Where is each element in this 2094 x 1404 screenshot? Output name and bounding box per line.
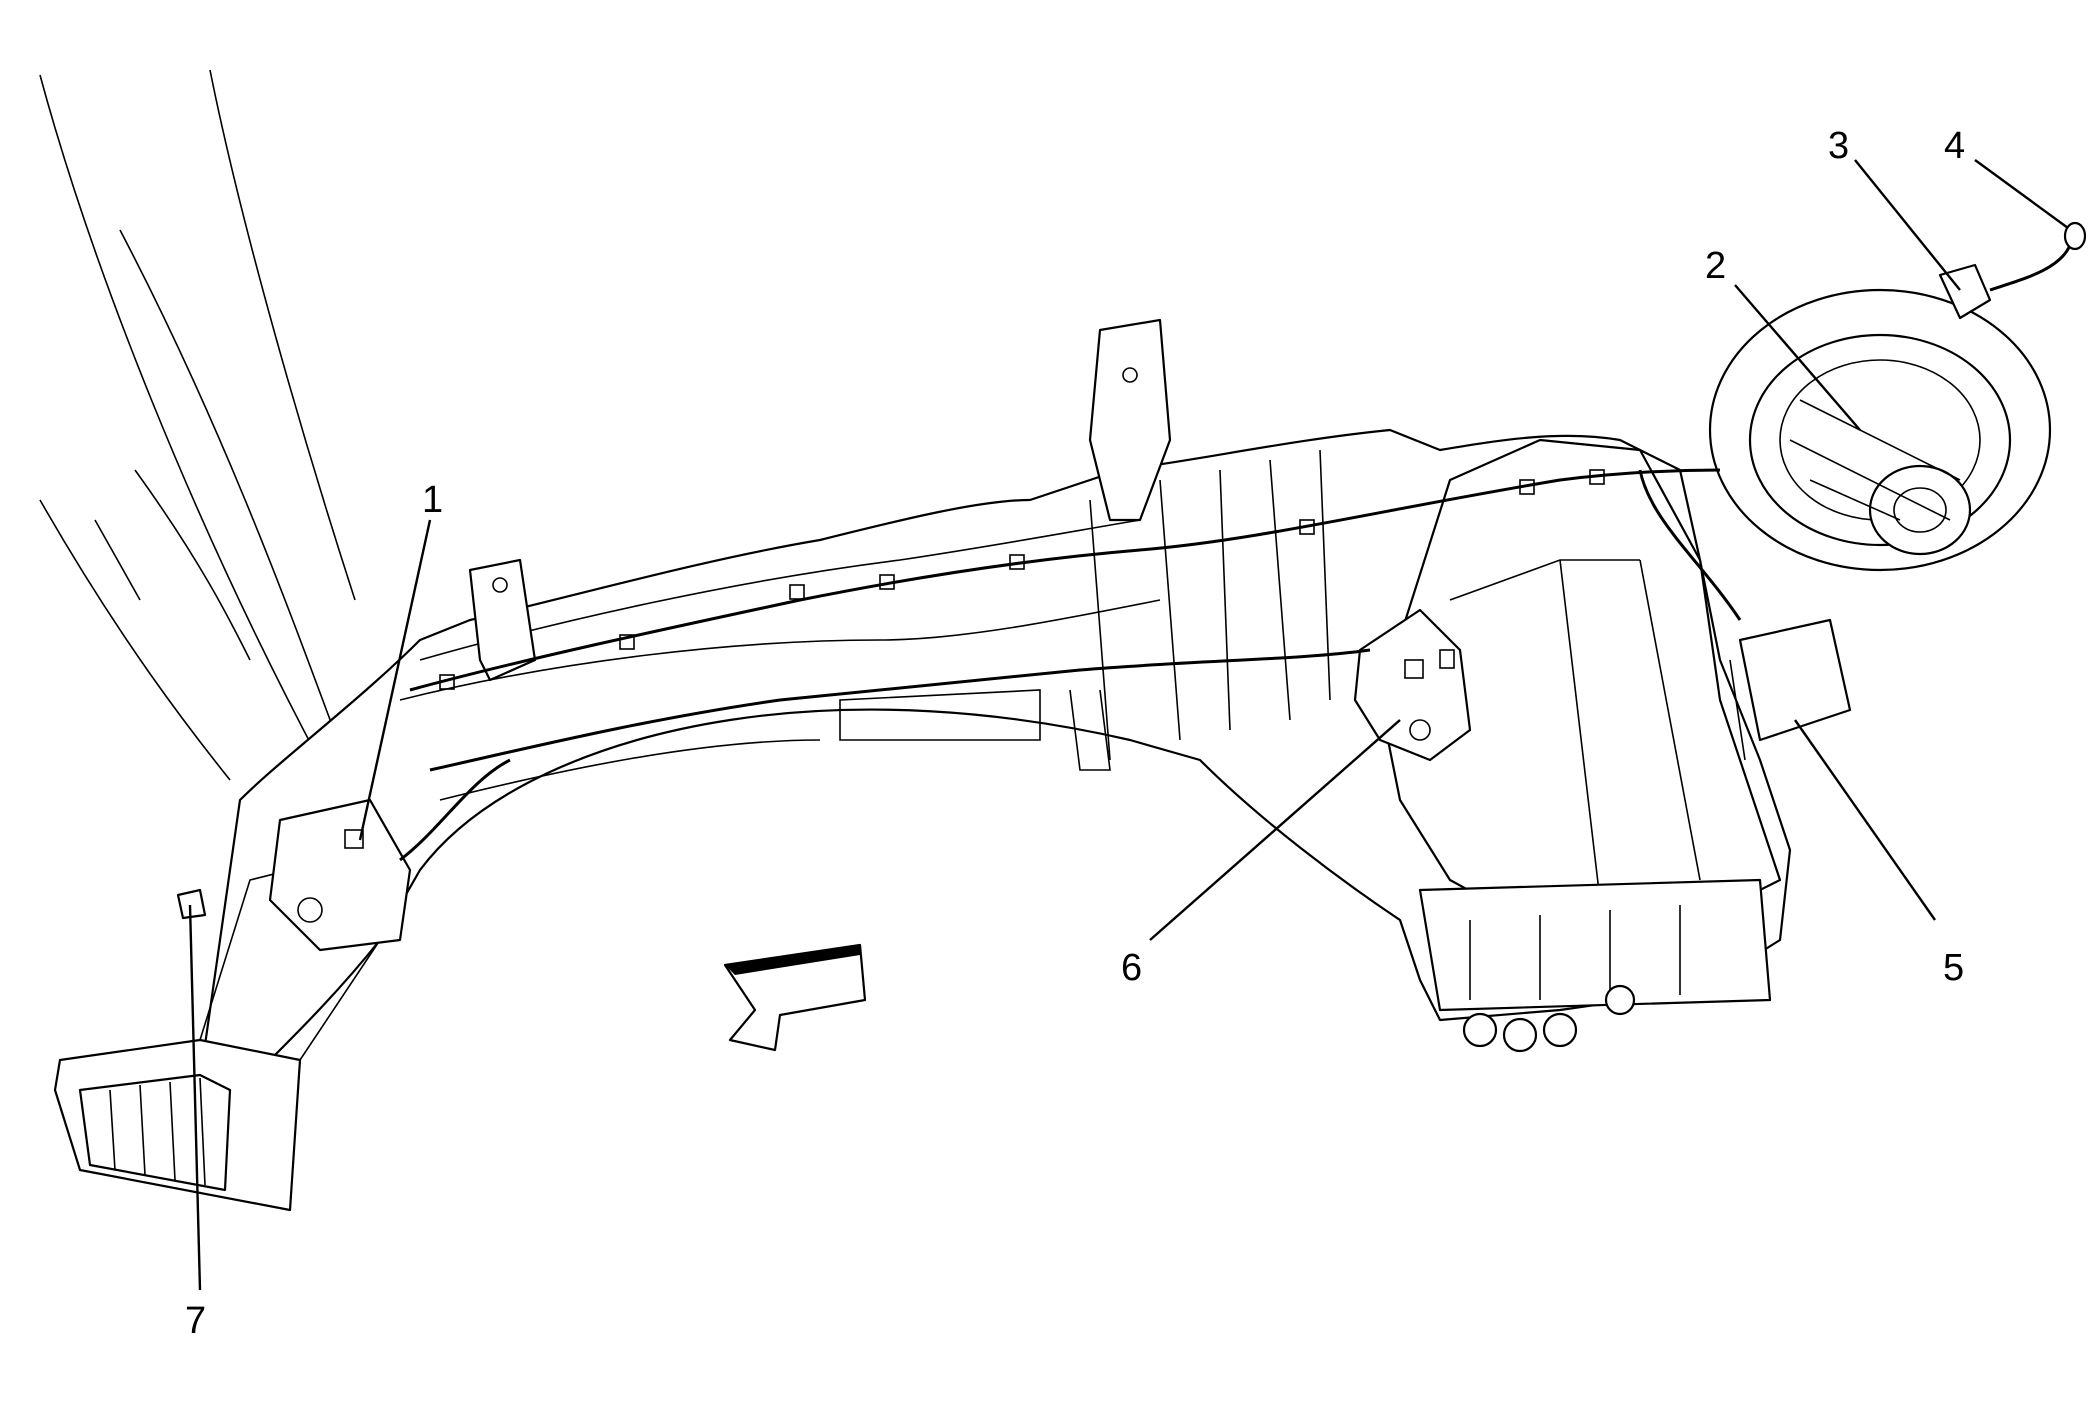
callout-5: 5 — [1943, 947, 1964, 989]
wiring-harness — [409, 468, 1721, 772]
leader-7 — [188, 904, 202, 1291]
heater-case — [1378, 438, 1782, 942]
main-duct-body — [198, 428, 1792, 1082]
ground-terminal — [2063, 221, 2087, 251]
leader-1 — [358, 519, 432, 841]
blower-connector — [1938, 244, 2072, 320]
mode-door-actuator — [268, 758, 511, 952]
inlet-clip — [176, 888, 207, 920]
callout-4: 4 — [1944, 125, 1965, 167]
left-bracket — [468, 558, 537, 682]
leader-4 — [1974, 159, 2069, 229]
forward-direction-arrow-icon — [723, 943, 867, 1052]
temperature-door-actuator — [1353, 608, 1472, 762]
hvac-duct-assembly — [198, 318, 1792, 1082]
callout-1: 1 — [422, 479, 443, 521]
leader-5 — [1794, 719, 1936, 921]
leader-lines — [188, 159, 2069, 1291]
blower-control-module — [1638, 469, 1852, 761]
body-panel — [39, 69, 356, 781]
leader-3 — [1854, 159, 1961, 291]
top-bracket — [1088, 318, 1172, 522]
callout-2: 2 — [1705, 245, 1726, 287]
callout-6: 6 — [1121, 947, 1142, 989]
callouts: 1 2 3 4 5 6 7 — [185, 125, 1965, 1342]
leader-6 — [1149, 719, 1401, 941]
blower-motor — [1708, 288, 2052, 572]
leader-2 — [1734, 284, 1861, 431]
callout-3: 3 — [1828, 125, 1849, 167]
callout-7: 7 — [185, 1300, 206, 1342]
lower-box — [1418, 878, 1772, 1012]
floor-vent-duct — [53, 859, 381, 1212]
